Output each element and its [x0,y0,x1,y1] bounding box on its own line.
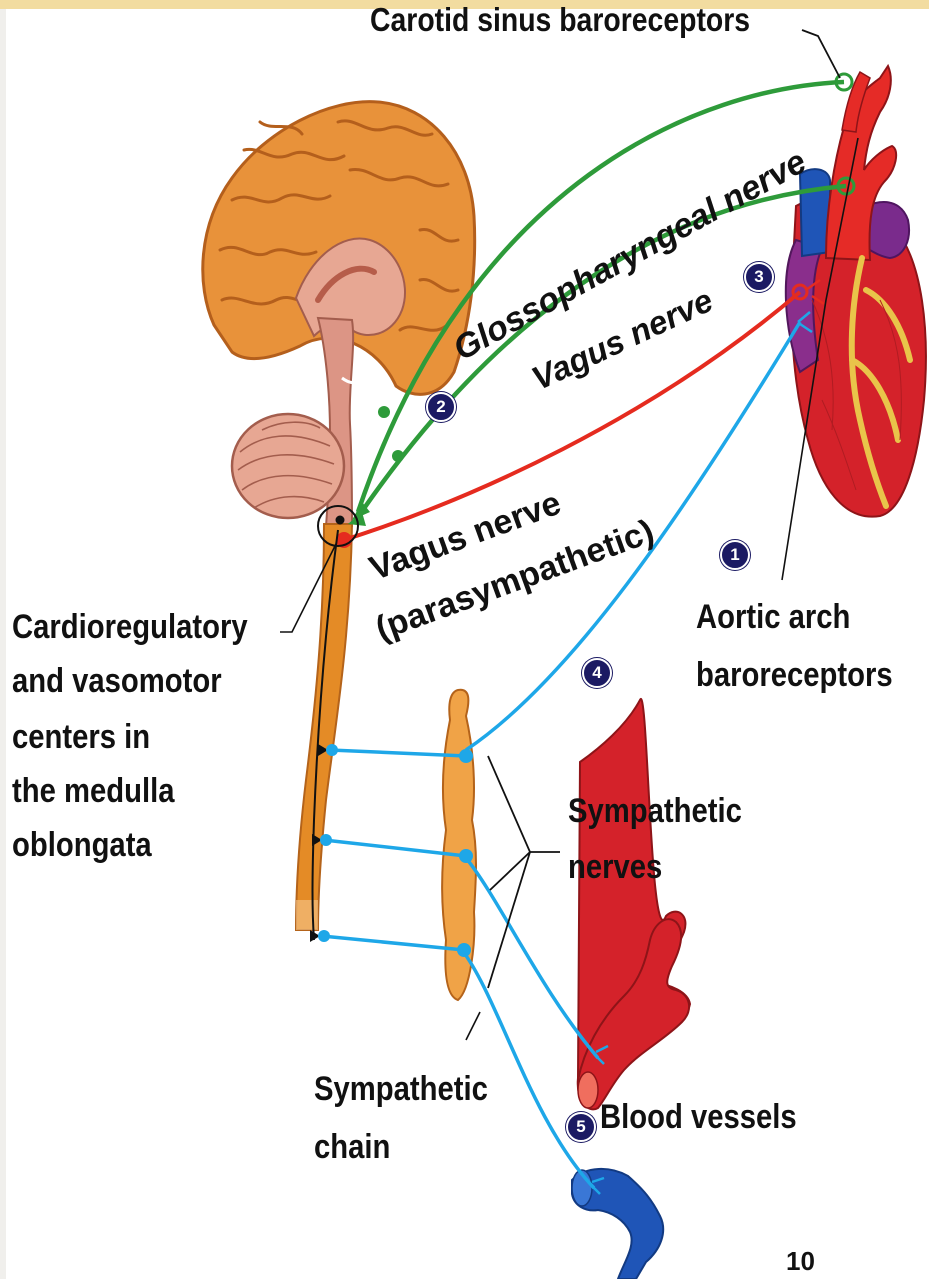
efferent-node [459,849,473,863]
efferent-node [459,749,473,763]
sympathetic-chain-line: Sympathetic [314,1070,488,1108]
cardio-line: the medulla [12,772,174,810]
sympathetic-chain-leader [466,1012,480,1040]
cardio-line: and vasomotor [12,662,222,700]
artery-lumen [578,1072,598,1108]
efferent-node [320,834,332,846]
blood-vessels-label: Blood vessels [600,1098,797,1136]
carotid-sinus-label: Carotid sinus baroreceptors [370,2,750,39]
cord-fade [296,900,318,930]
carotid-leader [802,30,840,78]
efferent-node [457,943,471,957]
sympathetic-chain-line: chain [314,1128,390,1166]
vein [572,1169,663,1279]
step-badge-3: 3 [744,262,774,292]
sympathetic-nerves-line: nerves [568,848,662,886]
efferent-node [318,930,330,942]
spinal-cord [296,524,352,930]
cardio-line: centers in [12,718,150,756]
vagus-sensory-ganglion [392,450,404,462]
glosso-ganglion [378,406,390,418]
step-badge-1: 1 [720,540,750,570]
aortic-line: baroreceptors [696,656,893,694]
step-badge-5: 5 [566,1112,596,1142]
sympathetic-nerves-line: Sympathetic [568,792,742,830]
cardio-line: oblongata [12,826,152,864]
step-badge-4: 4 [582,658,612,688]
page-number: 10 [786,1246,815,1277]
efferent-node [326,744,338,756]
cardio-line: Cardioregulatory [12,608,248,646]
medulla-center-dot [336,516,345,525]
brain [203,102,475,526]
cerebellum [232,414,344,518]
aortic-line: Aortic arch [696,598,850,636]
step-badge-2: 2 [426,392,456,422]
